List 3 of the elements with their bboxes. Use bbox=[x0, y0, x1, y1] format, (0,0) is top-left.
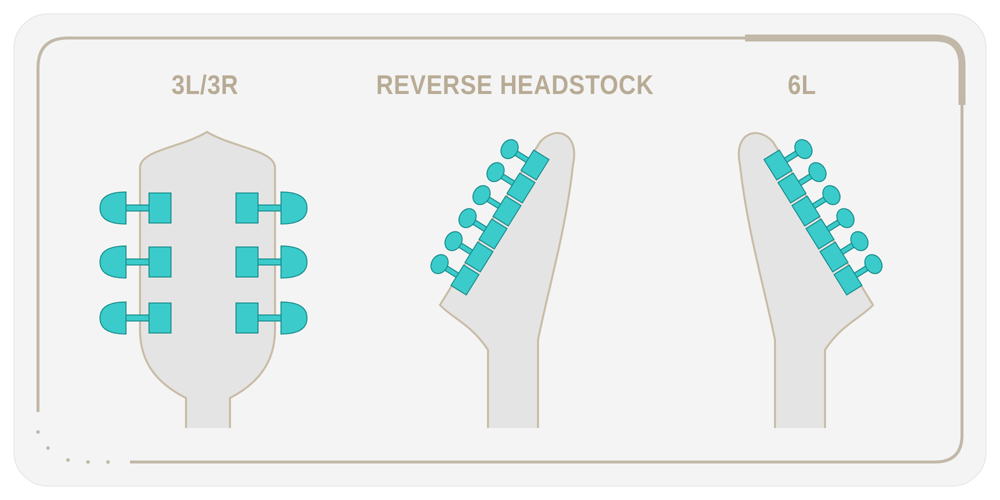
column-heading: 6L bbox=[788, 70, 816, 101]
column-heading: 3L/3R bbox=[172, 70, 238, 101]
column-heading: REVERSE HEADSTOCK bbox=[376, 70, 654, 101]
